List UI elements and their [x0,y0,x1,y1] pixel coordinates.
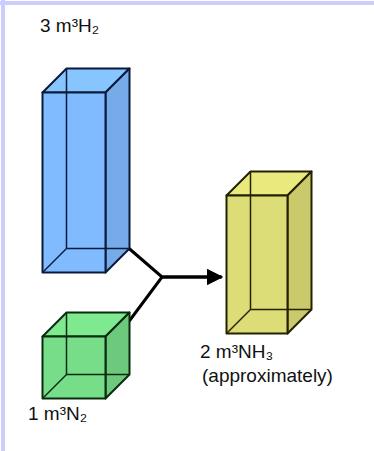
hidden-edge [42,248,66,272]
reaction-arrow [129,277,222,322]
volume-box: 3 m³H₂ [20,8,145,280]
hidden-edge [42,374,66,398]
hidden-edge [65,312,67,374]
reaction-arrow [129,248,222,277]
volume-label: 1 m³N₂ [28,404,87,425]
hidden-edge [66,247,129,249]
cuboid-face [42,336,105,398]
volume-label: (approximately) [202,366,333,387]
hidden-edge [250,308,311,310]
cuboid-face [105,68,129,272]
frame-line [0,1,374,5]
volume-box: 2 m³NH₃ (approximately) [190,160,330,400]
cuboid-prism [41,67,131,274]
cuboid-face [226,195,287,333]
volume-box: 1 m³N₂ [20,300,145,440]
hidden-edge [66,373,129,375]
volume-label: 2 m³NH₃ [200,342,273,363]
hidden-edge [65,68,67,248]
volume-label: 3 m³H₂ [40,16,99,37]
hidden-edge [226,309,250,333]
cuboid-prism [41,311,131,400]
hidden-edge [249,171,251,309]
cuboid-prism [225,170,313,335]
cuboid-face [42,92,105,272]
frame-line [1,0,5,451]
cuboid-face [105,312,129,398]
